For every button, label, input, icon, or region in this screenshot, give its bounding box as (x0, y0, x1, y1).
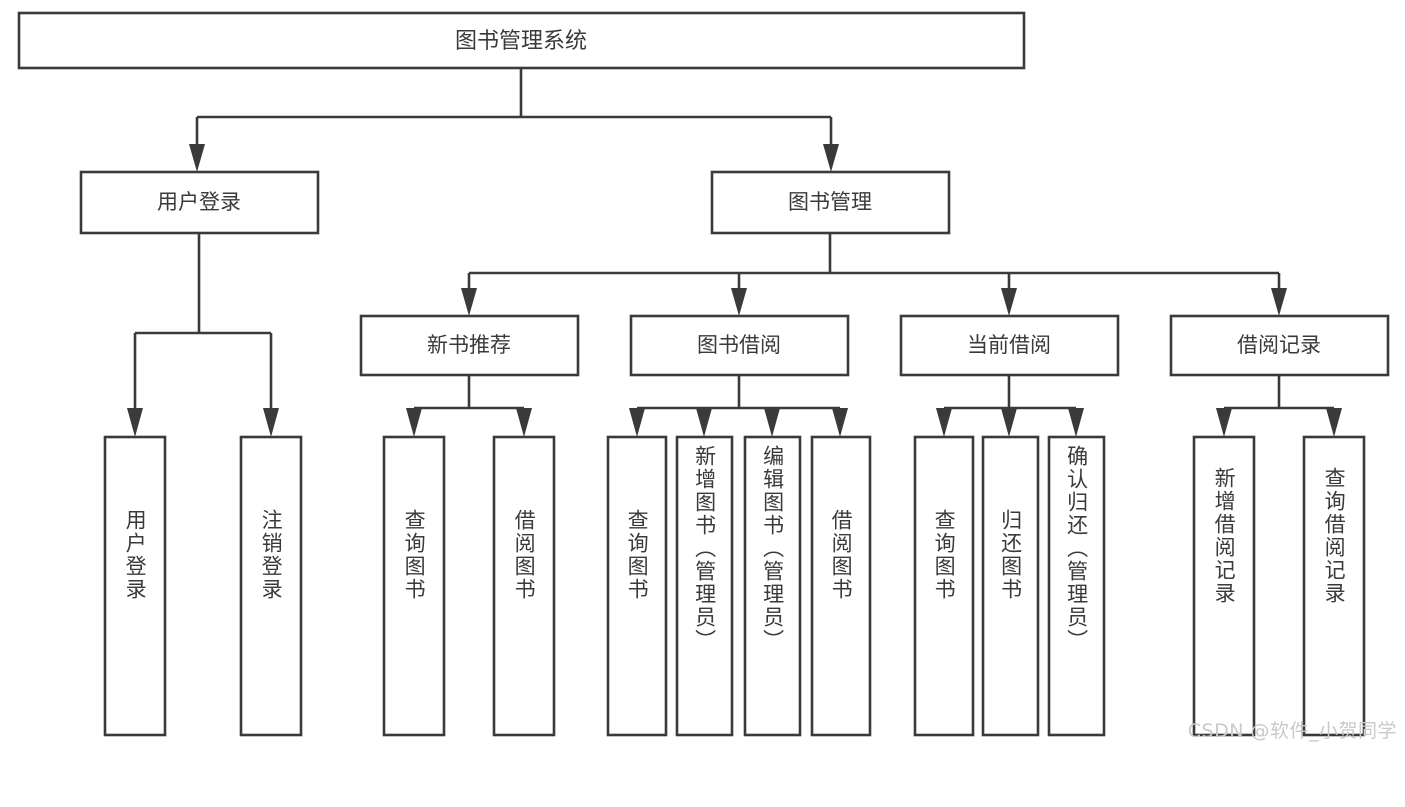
leaf-query-book-2[interactable] (606, 435, 668, 737)
connector-borrowrecord-to-leaves (1216, 375, 1342, 437)
node-current-borrow-label: 当前借阅 (967, 333, 1051, 357)
leaf-query-book-3[interactable] (913, 435, 975, 737)
node-new-book-recommend-label: 新书推荐 (427, 333, 511, 357)
connector-root-to-level2 (189, 68, 839, 172)
connector-newbook-to-leaves (406, 375, 532, 437)
leaf-edit-book-admin[interactable] (743, 435, 802, 737)
leaf-logout[interactable] (239, 435, 303, 737)
root-node[interactable] (17, 11, 1026, 70)
node-new-book-recommend[interactable] (359, 314, 580, 377)
leaf-query-borrow-record[interactable] (1302, 435, 1366, 737)
node-book-management-label: 图书管理 (788, 190, 872, 214)
leaf-query-book-1[interactable] (382, 435, 446, 737)
leaf-borrow-book-1[interactable] (492, 435, 556, 737)
leaf-return-book[interactable] (981, 435, 1040, 737)
tree-diagram-svg: 图书管理系统 用户登录 图书管理 新书推荐 图书借阅 当前借阅 借阅记录 (17, 11, 1390, 737)
csdn-watermark: CSDN @软件_小贺同学 (1187, 720, 1397, 742)
leaf-borrow-book-2[interactable] (810, 435, 872, 737)
node-book-borrow-label: 图书借阅 (697, 333, 781, 357)
connector-userlogin-to-leaves (127, 233, 279, 437)
root-node-label: 图书管理系统 (455, 29, 587, 54)
node-user-login-label: 用户登录 (157, 190, 241, 214)
diagram-canvas: 图书管理系统 用户登录 图书管理 新书推荐 图书借阅 当前借阅 借阅记录 用户登… (17, 11, 1397, 742)
leaf-user-login[interactable] (103, 435, 167, 737)
node-book-borrow[interactable] (629, 314, 850, 377)
connector-currentborrow-to-leaves (936, 375, 1084, 437)
node-borrow-record-label: 借阅记录 (1237, 333, 1321, 357)
leaf-add-borrow-record[interactable] (1192, 435, 1256, 737)
node-book-management[interactable] (710, 170, 951, 235)
node-user-login[interactable] (79, 170, 320, 235)
node-current-borrow[interactable] (899, 314, 1120, 377)
leaf-confirm-return-admin[interactable] (1047, 435, 1106, 737)
leaf-add-book-admin[interactable] (675, 435, 734, 737)
connector-bookmgmt-to-level3 (461, 233, 1287, 316)
node-borrow-record[interactable] (1169, 314, 1390, 377)
connector-bookborrow-to-leaves (629, 375, 848, 437)
